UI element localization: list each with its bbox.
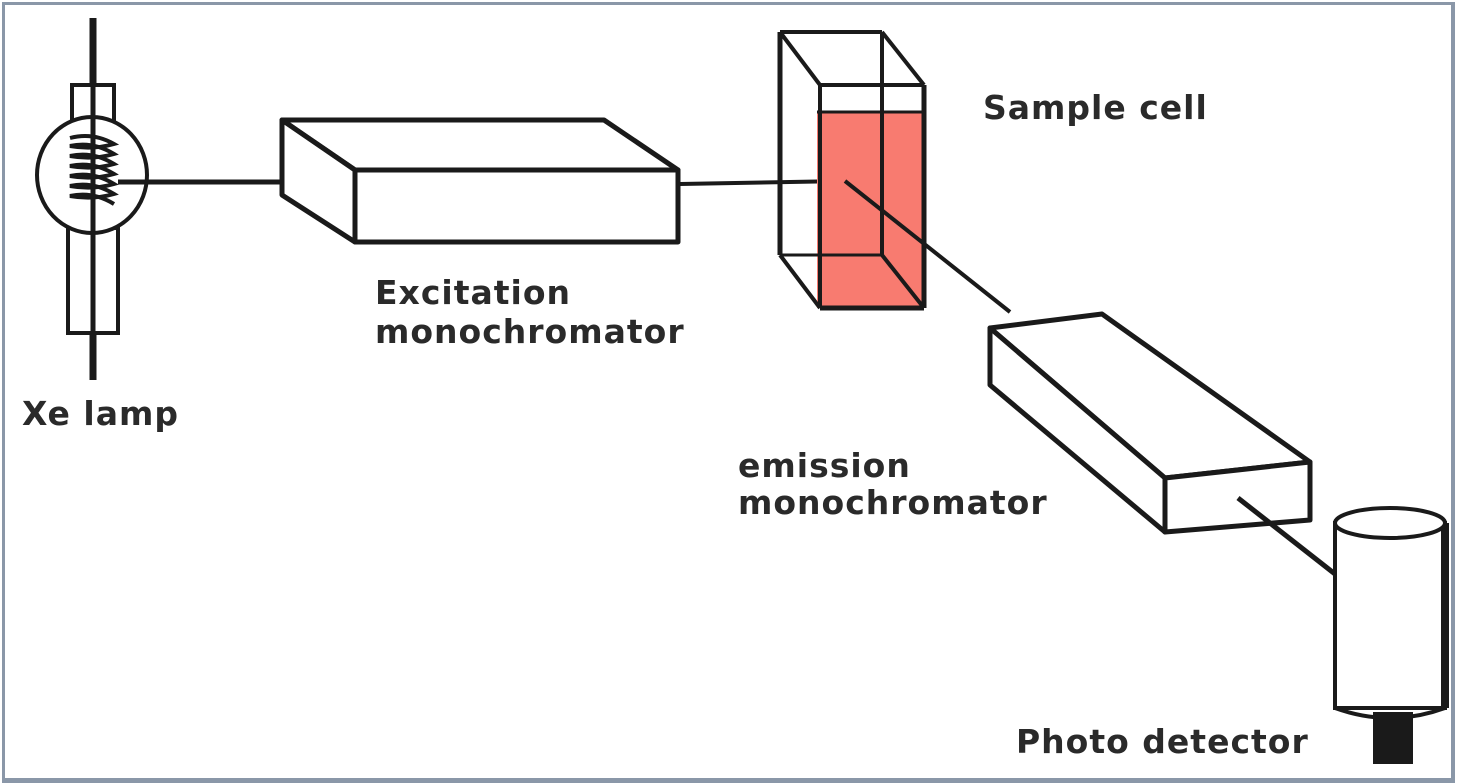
photo-detector-icon <box>1333 506 1449 764</box>
excitation-monochromator-label-line2: monochromator <box>375 312 685 351</box>
excitation-monochromator-label-line1: Excitation <box>375 273 571 312</box>
xe-lamp-label: Xe lamp <box>22 394 180 433</box>
photo-detector-label: Photo detector <box>1016 722 1309 761</box>
emission-monochromator-label-line2: monochromator <box>738 483 1048 522</box>
excitation-monochromator-box <box>279 117 681 245</box>
emission-monochromator-box <box>987 311 1313 535</box>
emission-beam <box>843 179 1012 314</box>
emission-monochromator-label-line1: emission <box>738 446 911 485</box>
sample-cell-icon <box>777 30 927 311</box>
xe-lamp-icon <box>35 18 149 380</box>
sample-cell-label: Sample cell <box>983 88 1208 127</box>
